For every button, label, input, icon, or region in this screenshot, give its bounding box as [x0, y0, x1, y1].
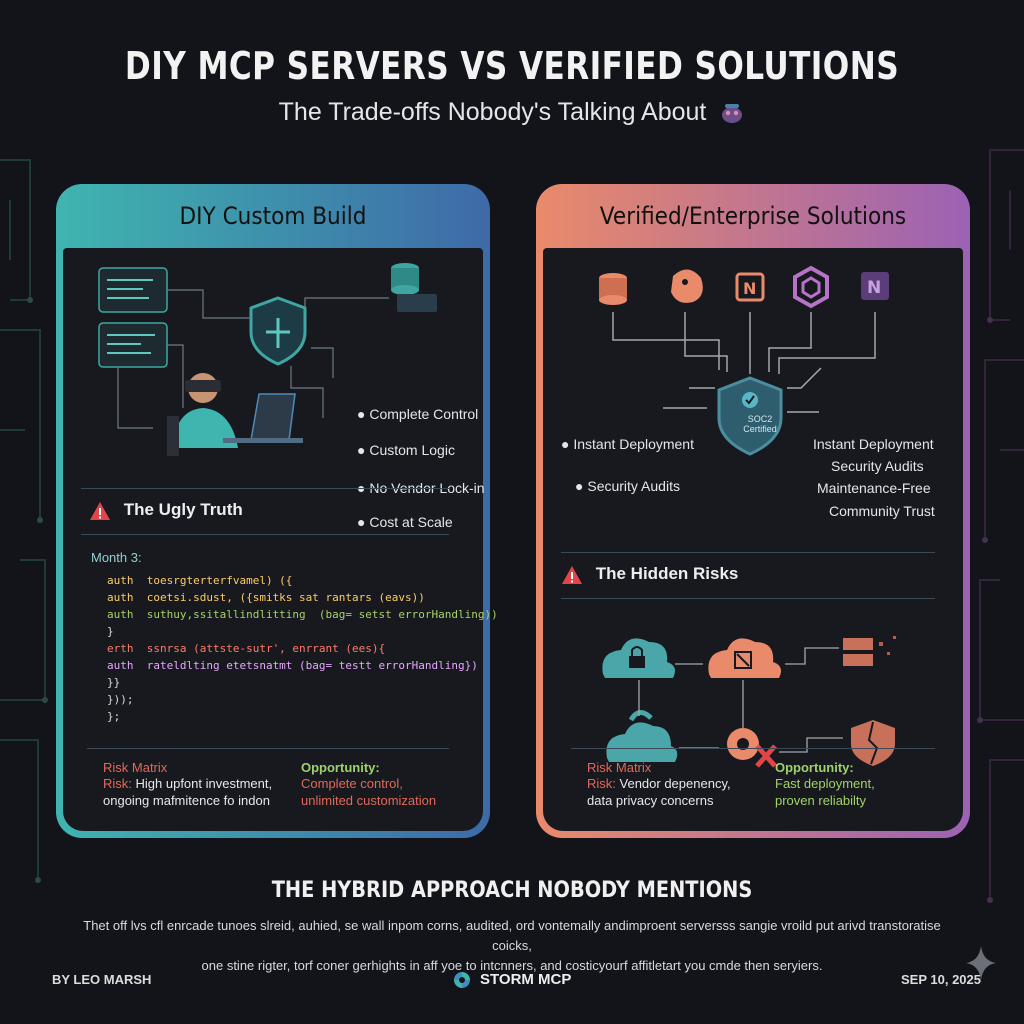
- opportunity: Opportunity: Complete control, unlimited…: [301, 760, 436, 809]
- hidden-risks-heading: The Hidden Risks: [561, 564, 738, 585]
- divider: [81, 488, 449, 489]
- feature-maintenance-free: Maintenance-Free: [817, 480, 931, 496]
- database-icon: [391, 263, 437, 312]
- diy-panel-body: ● Complete Control ● Custom Logic ● No V…: [63, 248, 498, 831]
- crumbling-document-icon: [843, 636, 896, 666]
- publish-date: SEP 10, 2025: [901, 972, 981, 987]
- hybrid-heading: THE HYBRID APPROACH NOBODY MENTIONS: [271, 878, 753, 903]
- code-block: auth toesrgterterfvamel) ({ auth coetsi.…: [107, 574, 498, 723]
- hybrid-description: Thet off lvs cfl enrcade tunoes slreid, …: [70, 916, 954, 976]
- code-window-icon: [98, 267, 168, 368]
- risk-matrix: Risk Matrix Risk: High upfont investment…: [103, 760, 272, 809]
- feature-community-trust: Community Trust: [829, 503, 935, 519]
- svg-text:N: N: [743, 279, 756, 298]
- storm-logo-icon: [454, 972, 470, 988]
- feature-security-audits: Security Audits: [831, 458, 924, 474]
- database-icon: [599, 273, 627, 305]
- hexagon-icon: [793, 265, 829, 309]
- divider: [561, 598, 935, 599]
- opportunity-title: Opportunity:: [775, 760, 854, 775]
- risk-text: ongoing mafmitence fo indon: [103, 793, 270, 808]
- diy-panel: DIY Custom Build: [56, 184, 498, 838]
- risk-text: Vendor depenency,: [619, 776, 731, 791]
- code-line: auth suthuy,ssitallindlitting (bag= sets…: [107, 608, 498, 621]
- subtitle-text: The Trade-offs Nobody's Talking About: [278, 98, 707, 126]
- brand-footer: STORM MCP: [452, 970, 571, 990]
- soc2-shield-icon: [717, 376, 783, 456]
- risk-matrix: Risk Matrix Risk: Vendor depenency, data…: [587, 760, 731, 809]
- author-byline: BY LEO MARSH: [52, 972, 152, 987]
- feature-custom-logic: ● Custom Logic: [357, 442, 455, 458]
- risk-label: Risk:: [103, 776, 132, 791]
- diy-panel-title: DIY Custom Build: [179, 202, 367, 230]
- n-logo-icon: N: [861, 272, 889, 300]
- code-line: }: [107, 625, 114, 638]
- broken-shield-icon: [851, 720, 895, 766]
- divider: [561, 552, 935, 553]
- risk-text: data privacy concerns: [587, 793, 714, 808]
- divider: [571, 748, 935, 749]
- cloud-lock-icon: [602, 638, 675, 678]
- opportunity-title: Opportunity:: [301, 760, 380, 775]
- opportunity-text: Complete control,: [301, 776, 403, 791]
- divider: [87, 748, 449, 749]
- feature-cost-at-scale: ● Cost at Scale: [357, 514, 453, 530]
- divider: [81, 534, 449, 535]
- code-line: }}: [107, 676, 121, 689]
- enterprise-illustration: N N: [599, 265, 889, 456]
- hybrid-line: one stine rigter, torf coner gerhights i…: [201, 958, 823, 973]
- ugly-truth-heading: The Ugly Truth: [89, 500, 243, 521]
- enterprise-panel: Verified/Enterprise Solutions N N: [536, 184, 970, 838]
- risk-text: High upfont investment,: [135, 776, 273, 791]
- page-subtitle: The Trade-offs Nobody's Talking About: [0, 98, 1024, 127]
- shield-icon: [249, 296, 307, 366]
- hybrid-line: Thet off lvs cfl enrcade tunoes slreid, …: [83, 918, 941, 953]
- risk-illustration: [602, 636, 896, 768]
- risk-matrix-title: Risk Matrix: [103, 760, 168, 775]
- feature-security-audits: ● Security Audits: [575, 478, 680, 494]
- warning-icon: [90, 501, 110, 520]
- thinking-emoji-icon: [722, 104, 743, 124]
- code-line: auth toesrgterterfvamel) ({: [107, 574, 293, 587]
- feature-complete-control: ● Complete Control: [357, 406, 479, 422]
- developer-figure: [167, 373, 303, 456]
- opportunity-text: Fast deployment,: [775, 776, 875, 791]
- cloud-broken-icon: [708, 638, 781, 678]
- risk-label: Risk:: [587, 776, 616, 791]
- sparkle-icon: [966, 946, 996, 980]
- opportunity: Opportunity: Fast deployment, proven rel…: [775, 760, 875, 809]
- opportunity-text: proven reliabilty: [775, 793, 867, 808]
- warning-icon: [562, 565, 582, 584]
- code-line: };: [107, 710, 121, 723]
- month-label: Month 3:: [91, 550, 142, 565]
- unlocked-cloud-icon: [606, 710, 678, 762]
- feature-instant-deployment: Instant Deployment: [813, 436, 934, 452]
- code-line: erth ssnrsa (attste-sutr', enrrant (ees)…: [107, 642, 386, 655]
- n-logo-icon: N: [735, 272, 765, 302]
- postgres-icon: [671, 269, 703, 303]
- code-line: auth rateldlting etetsnatmt (bag= testt …: [107, 659, 478, 672]
- svg-text:N: N: [867, 278, 881, 298]
- feature-instant-deployment: ● Instant Deployment: [561, 436, 694, 452]
- opportunity-text: unlimited customization: [301, 793, 437, 808]
- code-line: }));: [107, 693, 134, 706]
- gear-failure-icon: [727, 728, 777, 768]
- code-line: auth coetsi.sdust, ({smitks sat rantars …: [107, 591, 425, 604]
- page-title: DIY MCP SERVERS VS VERIFIED SOLUTIONS: [124, 44, 900, 88]
- risk-matrix-title: Risk Matrix: [587, 760, 652, 775]
- enterprise-panel-title: Verified/Enterprise Solutions: [599, 202, 907, 230]
- diy-illustration: [98, 263, 437, 456]
